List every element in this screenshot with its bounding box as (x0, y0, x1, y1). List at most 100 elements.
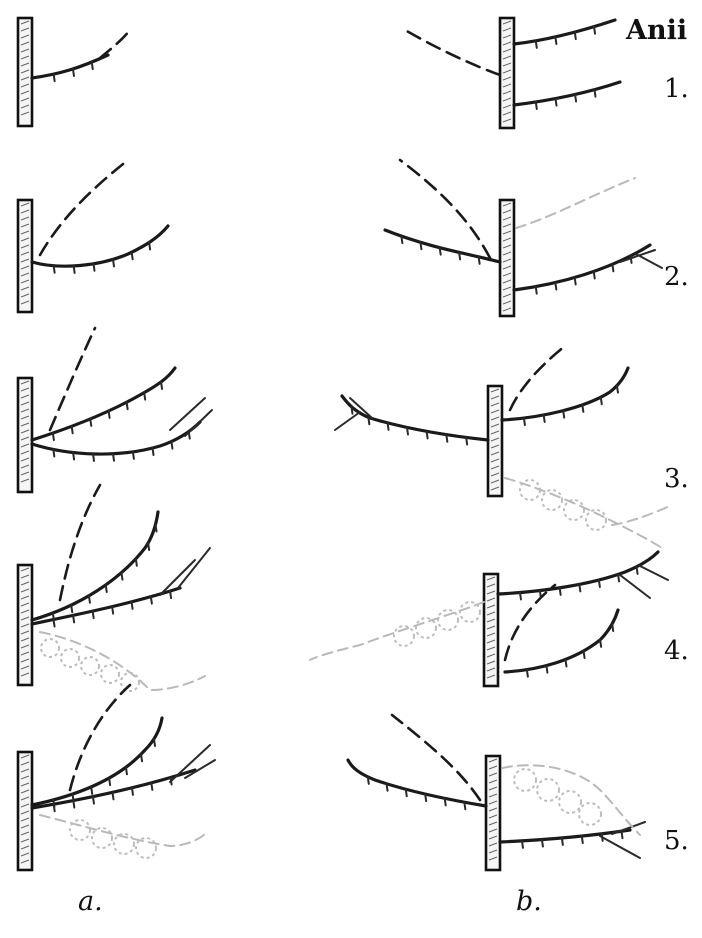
bud-mark (579, 584, 580, 591)
bud-mark (560, 588, 561, 595)
bud-mark (92, 62, 93, 69)
bud-mark (427, 431, 428, 438)
year-label-3: 3. (664, 464, 689, 494)
bud-mark (151, 783, 152, 790)
removed-wood-b3 (505, 478, 665, 550)
column-label-a: a. (78, 886, 103, 917)
bud-mark (73, 69, 74, 76)
bud-mark (53, 433, 54, 440)
bud-mark (631, 256, 632, 263)
bud-mark (575, 94, 576, 101)
bud-mark (149, 243, 150, 250)
bud-mark (93, 797, 94, 804)
year-label-5: 5. (664, 826, 689, 856)
leader-a5 (70, 685, 130, 790)
years-header: Anii (626, 15, 687, 46)
removed-extension-b3 (612, 505, 672, 525)
bud-mark (599, 580, 600, 587)
bud-mark (127, 402, 128, 409)
bud-mark (54, 804, 55, 811)
column-label-b: b. (516, 886, 542, 917)
bud-mark (459, 252, 460, 259)
bud-mark (584, 651, 585, 658)
laterals-b5 (600, 822, 645, 858)
bud-mark (161, 382, 162, 389)
bud-mark (368, 777, 369, 784)
bud-mark (612, 264, 613, 271)
bud-mark (401, 236, 402, 243)
bud-mark (171, 778, 172, 785)
main-branch-a4 (32, 512, 158, 620)
trunk-hatching (21, 21, 638, 863)
right-shoot-b3 (502, 368, 628, 420)
bud-mark (464, 802, 465, 809)
trunk-b5 (486, 756, 500, 870)
panel-a-year-3 (18, 328, 212, 492)
bud-mark (54, 266, 55, 273)
bud-mark (542, 840, 543, 847)
bud-mark (54, 74, 55, 81)
trunk-a5 (18, 752, 32, 870)
bud-mark (72, 426, 73, 433)
trunk-a3 (18, 378, 32, 492)
bud-mark (387, 784, 388, 791)
bud-mark (565, 659, 566, 666)
bud-mark (132, 252, 133, 259)
right-branch-b5 (500, 830, 630, 842)
bud-mark (594, 27, 595, 34)
bud-mark (563, 411, 564, 418)
bud-mark (546, 666, 547, 673)
panel-b-year-2 (385, 160, 662, 316)
bud-mark (536, 287, 537, 294)
bud-mark (153, 448, 154, 455)
bud-mark (113, 259, 114, 266)
shoot-a1 (32, 55, 108, 78)
removed-wood-a4 (40, 632, 205, 690)
bud-mark (91, 787, 92, 794)
bud-mark (524, 418, 525, 425)
leader-b2 (400, 160, 490, 258)
bud-mark (93, 611, 94, 618)
bud-mark (536, 102, 537, 109)
bud-mark (141, 754, 142, 761)
bud-mark (555, 37, 556, 44)
removed-fruiting-a4 (41, 639, 139, 691)
bud-mark (368, 417, 369, 424)
bud-mark (148, 543, 149, 550)
bud-mark (109, 778, 110, 785)
panel-a-year-4 (18, 485, 210, 691)
leader-b4 (505, 585, 555, 660)
bud-mark (136, 559, 137, 566)
bud-mark (555, 99, 556, 106)
year-label-4: 4. (664, 636, 689, 666)
panel-a-year-5 (18, 685, 215, 870)
laterals-a5 (170, 745, 215, 782)
bud-mark (617, 386, 618, 393)
removed-wood-b4 (310, 602, 484, 660)
panel-a-year-2 (18, 160, 168, 312)
upper-branch-b4 (498, 552, 658, 594)
right-branch-b2 (514, 245, 650, 290)
panel-b-year-5 (348, 715, 645, 870)
bud-mark (121, 573, 122, 580)
bud-mark (575, 278, 576, 285)
bud-mark (594, 271, 595, 278)
year-label-1: 1. (664, 74, 689, 104)
bud-mark (466, 437, 467, 444)
bud-mark (156, 525, 157, 532)
bud-mark (445, 798, 446, 805)
bud-mark (522, 841, 523, 848)
bud-mark (602, 834, 603, 841)
bud-mark (106, 585, 107, 592)
bud-mark (407, 428, 408, 435)
laterals-a3 (170, 398, 212, 436)
extension-b1 (405, 30, 500, 75)
bud-mark (446, 435, 447, 442)
bud-mark (133, 452, 134, 459)
bud-mark (520, 593, 521, 600)
removed-wood-a5 (40, 815, 205, 846)
bud-mark (536, 41, 537, 48)
bud-mark (388, 423, 389, 430)
bud-mark (94, 264, 95, 271)
